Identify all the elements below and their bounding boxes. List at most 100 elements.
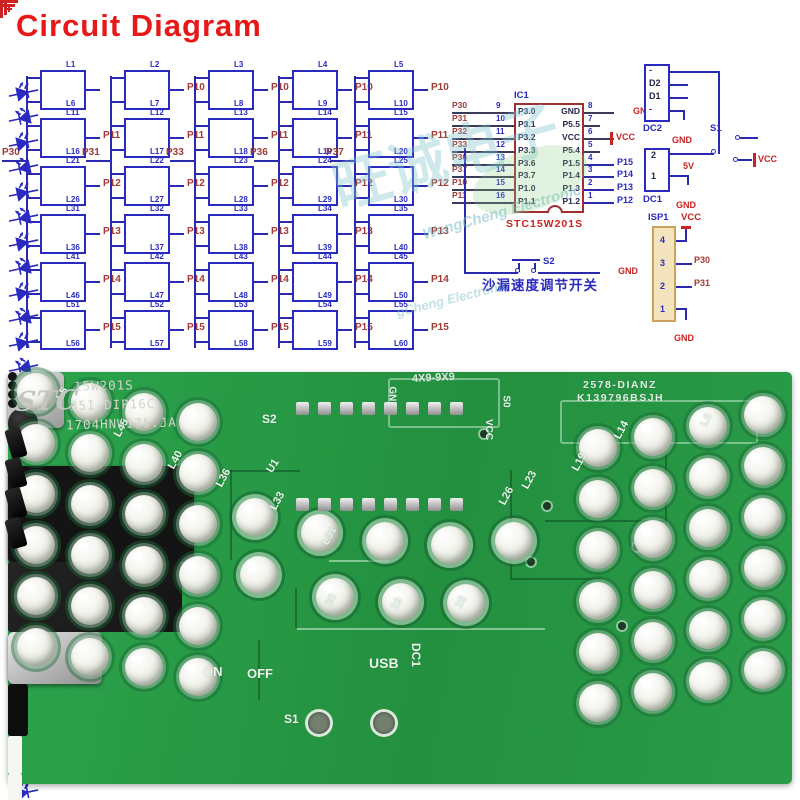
wire: [278, 293, 292, 295]
wire: [254, 89, 268, 91]
pad-round: [373, 712, 395, 734]
via: [480, 430, 488, 438]
dc2-cell: D1: [649, 91, 661, 101]
wire: [110, 269, 124, 271]
ic-pin-name: P1.4: [562, 170, 581, 180]
wire: [354, 76, 356, 348]
vcc-label: VCC: [681, 212, 702, 223]
port-pin-label: P15: [355, 322, 373, 333]
wire: [414, 89, 428, 91]
vcc-label: VCC: [758, 154, 778, 164]
led-ref-label: L31: [66, 204, 80, 213]
ic-pin-net: P32: [452, 126, 468, 136]
ic-pin-name: P3.2: [518, 132, 536, 142]
silkscreen-s1: S1: [284, 712, 299, 726]
led-pair-box: [124, 262, 170, 302]
chip-pin: [406, 402, 419, 415]
led-ref-label: L18: [234, 147, 248, 156]
led-symbol-icon: [6, 142, 794, 333]
pcb-led: [744, 498, 782, 536]
wire: [278, 341, 292, 343]
wire: [354, 317, 368, 319]
led-pair-box: [292, 118, 338, 158]
silkscreen-on: ON: [203, 664, 223, 679]
pcb-led: [71, 638, 109, 676]
port-pin-label: P12: [617, 195, 634, 205]
wire: [110, 76, 112, 348]
wire: [683, 110, 685, 120]
led-ref-label: L46: [66, 291, 80, 300]
wire: [2, 160, 26, 162]
led-ref-label: L15: [394, 108, 408, 117]
wire: [676, 286, 692, 288]
s2-contact: [515, 268, 520, 273]
pcb-led: [17, 577, 55, 615]
wire: [584, 202, 614, 204]
pcb-led: [579, 684, 617, 722]
wire: [354, 149, 368, 151]
ic-pin-name: P5.5: [562, 119, 581, 129]
wire: [738, 159, 752, 161]
wire: [354, 245, 368, 247]
wire: [414, 137, 428, 139]
led-ref-label: L51: [66, 300, 80, 309]
wire: [753, 153, 756, 167]
ic-pin-number: 15: [496, 178, 505, 187]
chip-pin: [428, 402, 441, 415]
wire: [452, 164, 514, 166]
wire: [338, 233, 352, 235]
port-pin-label: P11: [431, 130, 449, 141]
pcb-led: [71, 587, 109, 625]
pcb-led: [71, 434, 109, 472]
led-pair-box: [208, 310, 254, 350]
wire: [338, 137, 352, 139]
wire: [110, 245, 124, 247]
wire: [194, 76, 196, 348]
chip-pin: [406, 498, 419, 511]
wire: [740, 137, 758, 139]
led-ref-label: L59: [318, 339, 332, 348]
ic-pin-name: P3.7: [518, 170, 536, 180]
wire: [584, 138, 614, 140]
led-pair-box: [292, 310, 338, 350]
wire: [278, 221, 292, 223]
wire: [330, 160, 354, 162]
led-pair-box: [292, 166, 338, 206]
wire: [26, 173, 40, 175]
wire: [464, 272, 518, 274]
ic-pin-name: P1.3: [562, 183, 581, 193]
led-ref-label: L47: [150, 291, 164, 300]
silkscreen-dc1: DC1: [409, 642, 424, 668]
led-symbol-icon: [6, 42, 794, 233]
chip-pin: [450, 498, 463, 511]
led-ref-label: L57: [150, 339, 164, 348]
net-label: P31: [694, 278, 711, 288]
led-ref-label: L36: [66, 243, 80, 252]
gnd-label: GND: [618, 266, 638, 276]
led-ref-label: L38: [234, 243, 248, 252]
isp-pin-number: 3: [660, 258, 666, 268]
wire: [670, 97, 688, 99]
port-pin-label: P10: [355, 82, 373, 93]
wire: [170, 329, 184, 331]
pcb-led: [71, 485, 109, 523]
wire: [278, 245, 292, 247]
dc2-connector: [644, 64, 670, 122]
wire: [278, 77, 292, 79]
led-pair-box: [208, 118, 254, 158]
pcb-led: [744, 396, 782, 434]
wire: [338, 185, 352, 187]
net-label: P30: [694, 255, 711, 265]
led-ref-label: L42: [150, 252, 164, 261]
led-ref-label: L33: [234, 204, 248, 213]
pcb-led: [579, 633, 617, 671]
led-ref-label: L30: [394, 195, 408, 204]
led-symbol-icon: [6, 67, 794, 258]
ic-pin-name: P3.3: [518, 145, 536, 155]
via: [543, 502, 551, 510]
dc2-cell: D2: [649, 78, 661, 88]
isp-pin-number: 4: [660, 235, 666, 245]
trace: [512, 578, 602, 580]
silkscreen-vcc: VCC: [483, 418, 495, 441]
